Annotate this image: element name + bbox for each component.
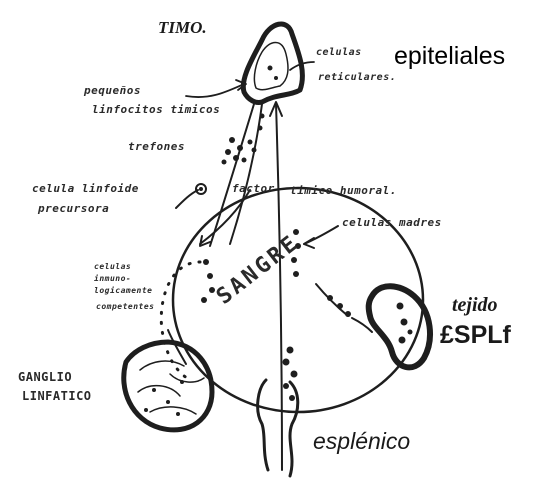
label-pequenos-line1: pequeños <box>84 84 141 97</box>
label-celulas-inmuno-line4: competentes <box>96 302 154 311</box>
label-espl: £SPLf <box>440 321 511 350</box>
arrow-to-thymus-from-pequenos <box>186 84 244 97</box>
label-esplenico: esplénico <box>313 428 410 455</box>
arrow-precursora <box>176 190 198 208</box>
label-celula-linfoide-line1: celula linfoide <box>32 182 139 195</box>
label-celulas-inmuno-line1: celulas <box>94 262 131 271</box>
lymph-node-texture <box>138 361 204 414</box>
arrow-up-timico <box>276 104 282 470</box>
label-epiteliales: epiteliales <box>394 42 505 71</box>
arrow-thymus-left-2 <box>230 104 262 244</box>
label-celula-linfoide-line2: precursora <box>38 202 109 215</box>
label-celulas-inmuno-line3: logicamente <box>94 286 152 295</box>
label-celulas-inmuno-line2: inmuno- <box>94 274 131 283</box>
label-ganglio-line1: GANGLIO <box>18 370 72 384</box>
label-celulas-reticulares-line2: reticulares. <box>318 72 396 83</box>
spleen-shape <box>369 286 430 367</box>
label-factor: factor <box>232 182 275 195</box>
label-celulas-reticulares-line1: celulas <box>316 47 362 58</box>
label-tejido: tejido <box>452 294 498 317</box>
label-pequenos-line2: linfocitos timicos <box>92 103 220 116</box>
label-celulas-madres: celulas madres <box>342 216 442 229</box>
label-ganglio-line2: LINFATICO <box>22 389 92 403</box>
label-trefones: trefones <box>128 140 185 153</box>
bone-shape <box>258 380 298 476</box>
arrow-thymus-left <box>210 104 254 246</box>
label-timico-humoral: timico humoral. <box>290 184 397 197</box>
thymus-dot <box>268 66 272 70</box>
label-timo: TIMO. <box>158 18 207 38</box>
thymus-shape <box>243 24 302 103</box>
lymph-node-shape <box>124 342 212 430</box>
thymus-dot <box>275 77 278 80</box>
